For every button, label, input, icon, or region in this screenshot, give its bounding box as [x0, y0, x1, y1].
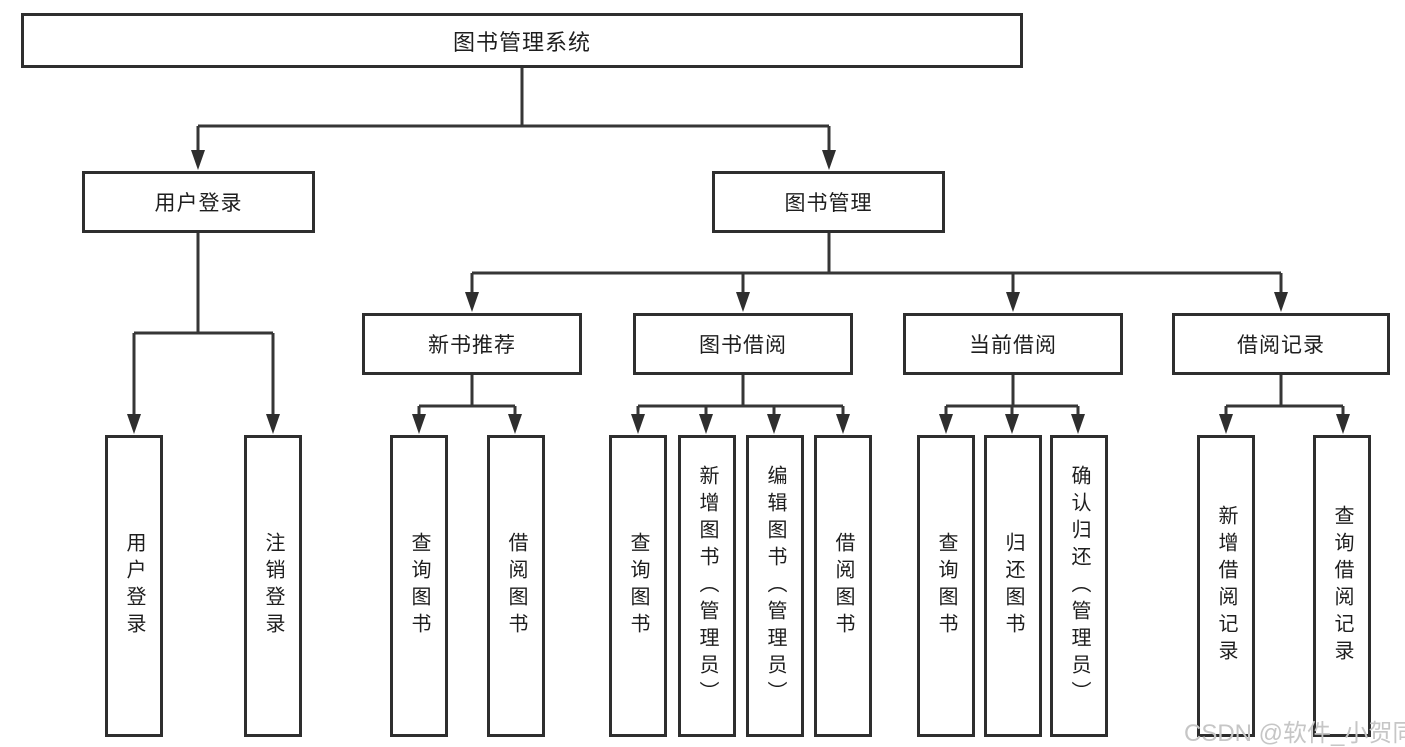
connector-user-login	[132, 233, 275, 418]
node-user-login: 用户登录	[82, 171, 315, 233]
leaf-logout-label: 注销登录	[262, 532, 284, 640]
leaf-logout: 注销登录	[244, 435, 302, 737]
connector-current-borrow	[944, 375, 1080, 418]
leaf-add-borrow-record: 新增借阅记录	[1197, 435, 1255, 737]
node-current-borrow: 当前借阅	[903, 313, 1123, 375]
leaf-query-books-recommend: 查询图书	[390, 435, 448, 737]
leaf-query-borrow-record-label: 查询借阅记录	[1331, 505, 1353, 667]
leaf-query-books-borrow-label: 查询图书	[627, 532, 649, 640]
leaf-query-books-borrow: 查询图书	[609, 435, 667, 737]
leaf-add-books-admin: 新增图书（管理员）	[678, 435, 736, 737]
node-book-borrow: 图书借阅	[633, 313, 853, 375]
connector-borrow-records	[1224, 375, 1345, 418]
leaf-borrow-books-label: 借阅图书	[832, 532, 854, 640]
leaf-edit-books-admin: 编辑图书（管理员）	[746, 435, 804, 737]
leaf-borrow-books-recommend: 借阅图书	[487, 435, 545, 737]
leaf-return-books-label: 归还图书	[1002, 532, 1024, 640]
node-new-book-recommend: 新书推荐	[362, 313, 582, 375]
node-borrow-records: 借阅记录	[1172, 313, 1390, 375]
leaf-confirm-return-admin: 确认归还（管理员）	[1050, 435, 1108, 737]
connector-root	[196, 68, 831, 154]
leaf-query-books-current: 查询图书	[917, 435, 975, 737]
leaf-user-login-label: 用户登录	[123, 532, 145, 640]
leaf-confirm-return-admin-label: 确认归还（管理员）	[1068, 464, 1090, 708]
connector-new-book	[417, 375, 517, 418]
leaf-add-borrow-record-label: 新增借阅记录	[1215, 505, 1237, 667]
leaf-query-books-recommend-label: 查询图书	[408, 532, 430, 640]
leaf-borrow-books: 借阅图书	[814, 435, 872, 737]
leaf-user-login: 用户登录	[105, 435, 163, 737]
connector-book-management	[470, 233, 1283, 296]
connector-book-borrow	[636, 375, 845, 418]
leaf-edit-books-admin-label: 编辑图书（管理员）	[764, 464, 786, 708]
leaf-query-books-current-label: 查询图书	[935, 532, 957, 640]
leaf-borrow-books-recommend-label: 借阅图书	[505, 532, 527, 640]
leaf-query-borrow-record: 查询借阅记录	[1313, 435, 1371, 737]
node-book-management: 图书管理	[712, 171, 945, 233]
leaf-return-books: 归还图书	[984, 435, 1042, 737]
node-root-library-system: 图书管理系统	[21, 13, 1023, 68]
csdn-watermark: CSDN @软件_小贺同学	[1184, 720, 1405, 747]
leaf-add-books-admin-label: 新增图书（管理员）	[696, 464, 718, 708]
